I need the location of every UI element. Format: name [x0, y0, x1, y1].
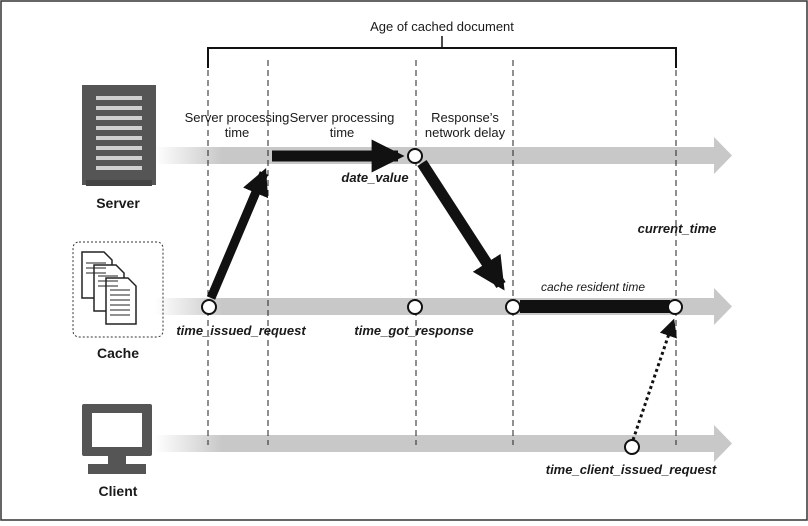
- server-label: Server: [96, 195, 140, 211]
- client-label: Client: [99, 483, 138, 499]
- label-cache-resident-time: cache resident time: [541, 280, 645, 294]
- phase-label-request-2: time: [225, 125, 250, 140]
- cache-receipt-marker: [505, 299, 521, 315]
- time-issued-request-marker: [201, 299, 217, 315]
- label-time-got-response: time_got_response: [354, 323, 473, 338]
- time-client-issued-request-marker: [624, 439, 640, 455]
- label-current-time: current_time: [638, 221, 717, 236]
- label-date-value: date_value: [341, 170, 408, 185]
- diagram-title: Age of cached document: [370, 19, 514, 34]
- cache-resident-bar: [520, 300, 670, 313]
- phase-label-response-1: Response’s: [431, 110, 499, 125]
- phase-label-processing-2: time: [330, 125, 355, 140]
- label-time-client-issued-request: time_client_issued_request: [546, 462, 717, 477]
- cache-label: Cache: [97, 345, 139, 361]
- time-got-response-marker: [407, 299, 423, 315]
- document-stack-icon: [72, 241, 164, 338]
- date-value-marker: [407, 148, 423, 164]
- server-tower-icon: [82, 85, 156, 186]
- phase-label-processing-1: Server processing: [290, 110, 395, 125]
- age-bracket: [207, 47, 677, 68]
- monitor-icon: [82, 404, 152, 474]
- client-timeline: [155, 425, 732, 462]
- client-request-arrow: [631, 318, 677, 441]
- server-timeline: [155, 137, 732, 174]
- phase-label-request-1: Server processing: [185, 110, 290, 125]
- phase-label-response-2: network delay: [425, 125, 506, 140]
- time-guides: [207, 60, 677, 445]
- response-arrow: [417, 160, 506, 291]
- label-time-issued-request: time_issued_request: [176, 323, 306, 338]
- current-time-marker: [667, 299, 683, 315]
- request-arrow: [206, 168, 269, 300]
